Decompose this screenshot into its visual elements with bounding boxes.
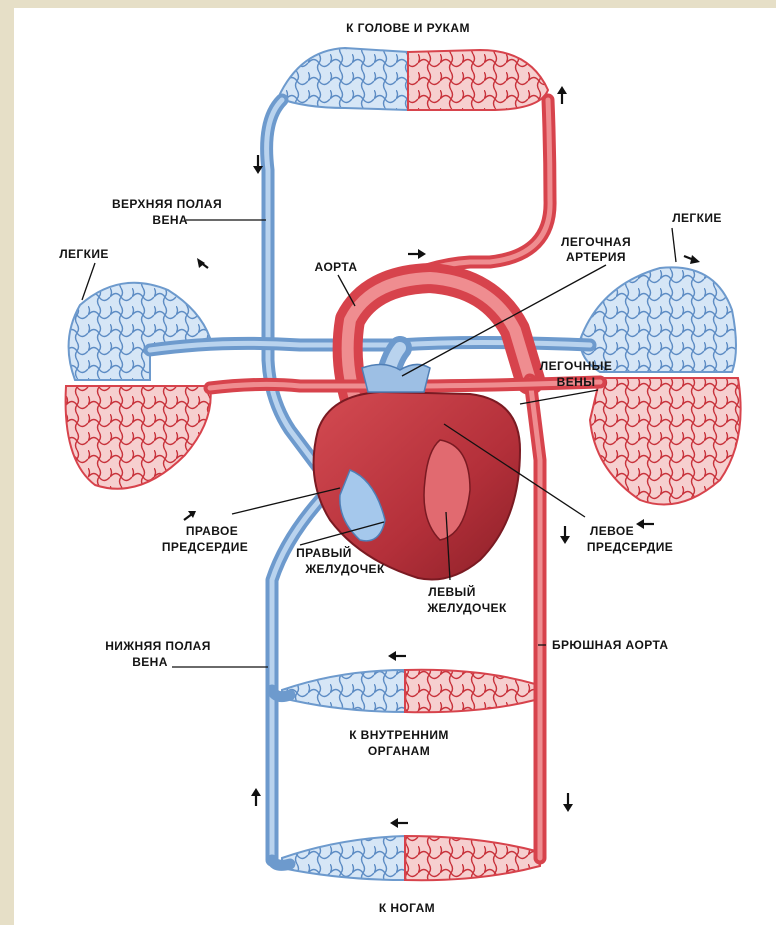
label-svc-line1: ВЕРХНЯЯ ПОЛАЯ [112, 197, 222, 211]
label-head-arms: К ГОЛОВЕ И РУКАМ [346, 21, 470, 35]
arrow-down-aorta [560, 526, 570, 544]
label-pulmonary-veins-line1: ЛЕГОЧНЫЕ [540, 359, 612, 373]
label-pulmonary-artery-line1: ЛЕГОЧНАЯ [561, 235, 631, 249]
arrow-down-legs [563, 793, 573, 812]
arrow-aorta-right [408, 249, 426, 259]
arrow-left-legs [390, 818, 408, 828]
label-right-atrium-line1: ПРАВОЕ [186, 524, 238, 538]
label-left-atrium-line1: ЛЕВОЕ [590, 524, 634, 538]
label-left-ventricle-line2: ЖЕЛУДОЧЕК [426, 601, 507, 615]
internal-organs-capillary-bed [282, 670, 535, 712]
label-pulmonary-veins-line2: ВЕНЫ [557, 375, 596, 389]
arrow-left-lung-bottom [184, 511, 196, 520]
label-right-atrium-line2: ПРЕДСЕРДИЕ [162, 540, 248, 554]
label-left-ventricle-line1: ЛЕВЫЙ [428, 584, 475, 599]
label-internal-organs-line2: ОРГАНАМ [368, 744, 430, 758]
label-right-ventricle-line2: ЖЕЛУДОЧЕК [304, 562, 385, 576]
label-ivc-line2: ВЕНА [132, 655, 168, 669]
legs-capillary-bed [282, 836, 540, 880]
left-lung-capillaries [66, 283, 211, 489]
label-aorta: АОРТА [315, 260, 358, 274]
arrow-left-lung [197, 258, 208, 268]
arrow-right-lung [684, 255, 700, 264]
arrow-up-ivc [251, 788, 261, 806]
head-arms-capillary-bed [278, 48, 548, 110]
label-legs: К НОГАМ [379, 901, 435, 915]
label-internal-organs-line1: К ВНУТРЕННИМ [349, 728, 449, 742]
label-lungs-right: ЛЕГКИЕ [672, 211, 722, 225]
label-lungs-left: ЛЕГКИЕ [59, 247, 109, 261]
label-ivc-line1: НИЖНЯЯ ПОЛАЯ [105, 639, 211, 653]
label-pulmonary-artery-line2: АРТЕРИЯ [566, 250, 626, 264]
label-abdominal-aorta: БРЮШНАЯ АОРТА [552, 638, 668, 652]
arrow-left-organs [388, 651, 406, 661]
label-right-ventricle-line1: ПРАВЫЙ [296, 545, 352, 560]
label-left-atrium-line2: ПРЕДСЕРДИЕ [587, 540, 673, 554]
arrow-up-head-right [557, 86, 567, 104]
arrow-right-lung-bottom [636, 519, 654, 529]
label-svc-line2: ВЕНА [152, 213, 188, 227]
